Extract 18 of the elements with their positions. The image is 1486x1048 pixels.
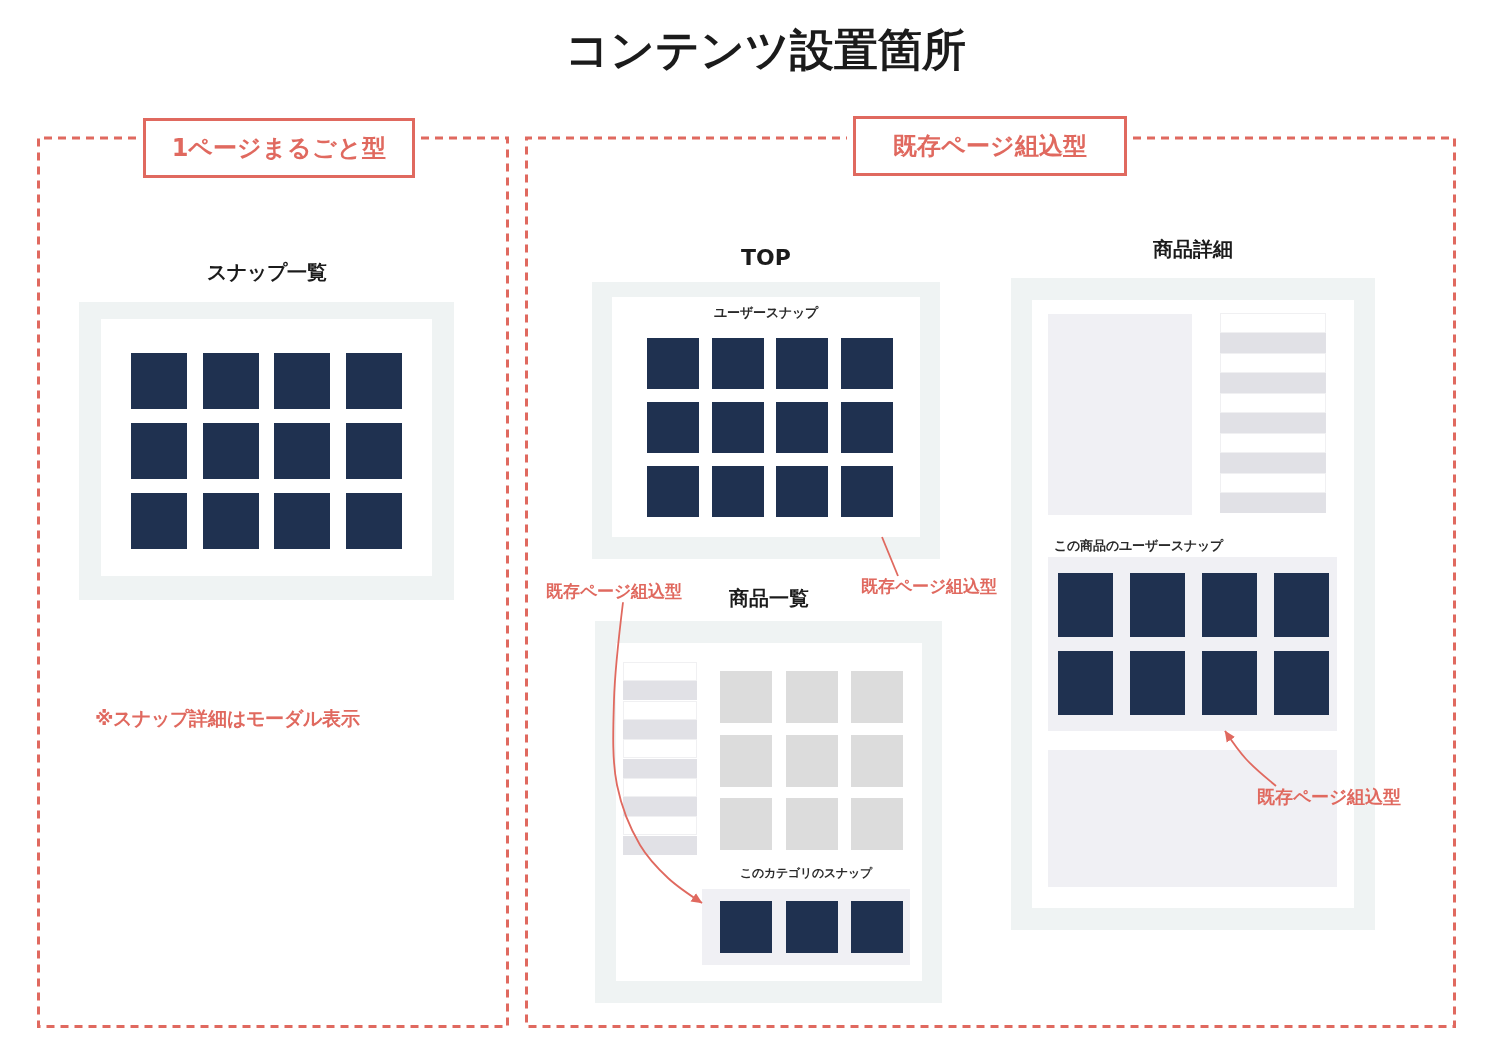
- section-label: このカテゴリのスナップ: [740, 865, 872, 881]
- diagram-title: コンテンツ設置箇所: [564, 23, 966, 77]
- page-title: 商品詳細: [1153, 237, 1233, 261]
- page-title: スナップ一覧: [206, 260, 327, 284]
- page-title: 商品一覧: [728, 586, 809, 610]
- section-heading: 1ページまるごと型: [143, 118, 415, 178]
- section-label: この商品のユーザースナップ: [1054, 537, 1223, 553]
- section-label: ユーザースナップ: [714, 305, 818, 321]
- callout-label: 既存ページ組込型: [1257, 786, 1401, 809]
- arrow: [612, 601, 703, 904]
- note-text: ※スナップ詳細はモーダル表示: [95, 707, 361, 731]
- snap-section: [612, 297, 920, 537]
- page-title: TOP: [741, 244, 791, 272]
- callout-label: 既存ページ組込型: [546, 581, 682, 603]
- callout-label: 既存ページ組込型: [861, 576, 997, 598]
- arrow: [1224, 730, 1277, 787]
- section-heading: 既存ページ組込型: [853, 116, 1127, 176]
- leader-line: [881, 536, 899, 577]
